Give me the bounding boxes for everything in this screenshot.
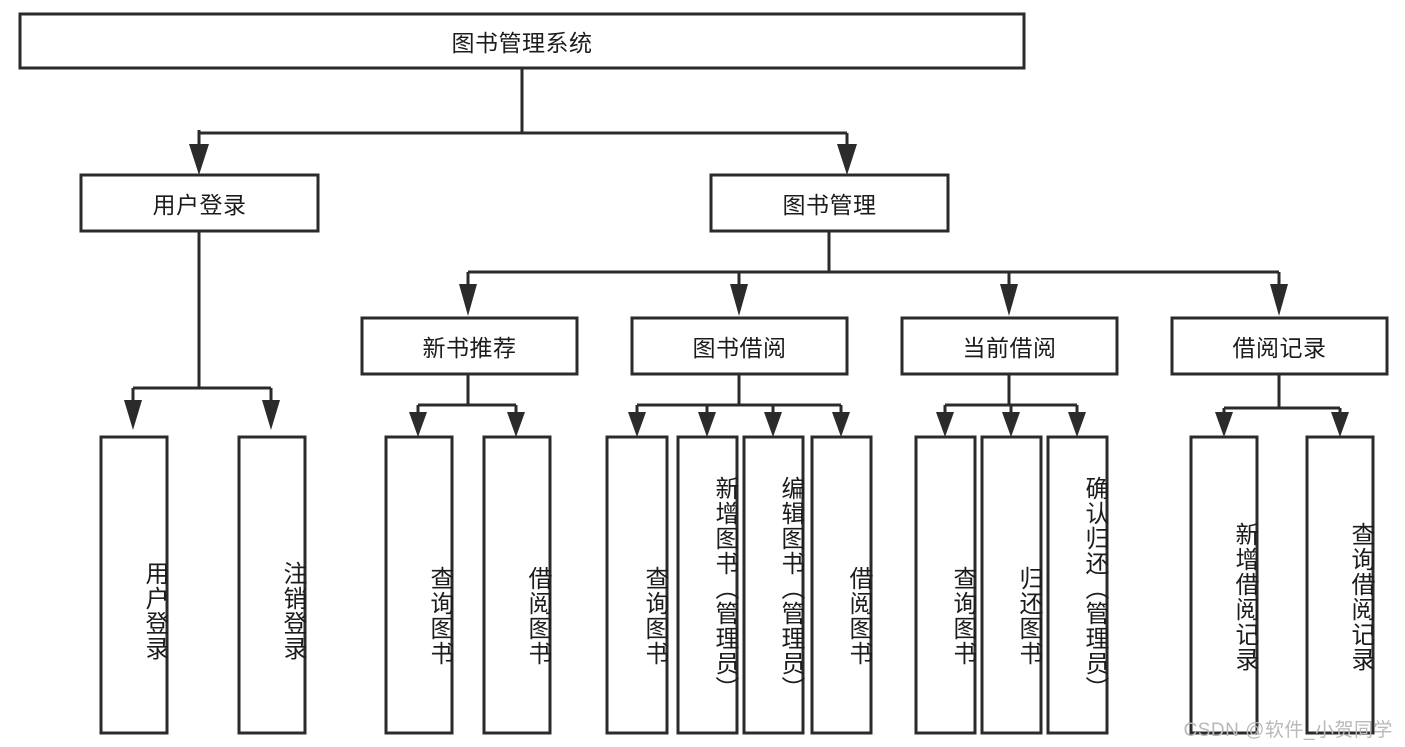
node-leaf-query-record[interactable] (1305, 435, 1375, 735)
arrow-to-new-book-rec (459, 284, 477, 316)
node-leaf-logout[interactable] (237, 435, 307, 735)
node-leaf-add-book[interactable] (676, 435, 739, 735)
arrow-to-leaf-add-record (1215, 412, 1233, 437)
node-layer (18, 12, 1389, 735)
node-leaf-user-login[interactable] (99, 435, 169, 735)
arrow-to-leaf-return-book (1002, 412, 1020, 437)
arrow-to-book-borrow (730, 284, 748, 316)
arrow-to-leaf-query-book-3 (936, 412, 954, 437)
arrow-to-leaf-query-book-2 (628, 412, 646, 437)
node-leaf-query-book-2[interactable] (605, 435, 669, 735)
node-leaf-confirm-return[interactable] (1046, 435, 1109, 735)
node-leaf-query-book-3[interactable] (914, 435, 977, 735)
arrow-to-leaf-query-book-1 (409, 412, 427, 437)
arrow-to-leaf-borrow-book-2 (832, 412, 850, 437)
arrow-to-leaf-logout (262, 400, 280, 430)
node-leaf-add-record[interactable] (1189, 435, 1259, 735)
node-current-borrow[interactable] (900, 316, 1119, 376)
arrow-to-current-borrow (1000, 284, 1018, 316)
node-leaf-return-book[interactable] (980, 435, 1043, 735)
node-leaf-borrow-book-2[interactable] (810, 435, 873, 735)
arrow-to-leaf-borrow-book-1 (507, 412, 525, 437)
watermark-text: CSDN @软件_小贺同学 (1183, 720, 1393, 741)
node-user-login[interactable] (79, 173, 320, 233)
arrow-to-user-login (189, 144, 209, 175)
arrow-to-leaf-confirm-return (1068, 412, 1086, 437)
node-book-manage[interactable] (709, 173, 950, 233)
node-leaf-edit-book[interactable] (742, 435, 805, 735)
connector-layer (124, 68, 1349, 437)
node-leaf-borrow-book-1[interactable] (482, 435, 552, 735)
node-borrow-record[interactable] (1170, 316, 1389, 376)
arrow-to-leaf-add-book (698, 412, 716, 437)
node-book-borrow[interactable] (630, 316, 849, 376)
arrow-to-leaf-user-login (124, 400, 142, 430)
arrow-to-book-manage (837, 144, 857, 175)
arrow-to-leaf-query-record (1331, 412, 1349, 437)
arrow-to-leaf-edit-book (764, 412, 782, 437)
node-new-book-rec[interactable] (360, 316, 579, 376)
node-root[interactable] (18, 12, 1026, 70)
arrow-to-borrow-record (1270, 284, 1288, 316)
node-leaf-query-book-1[interactable] (384, 435, 454, 735)
